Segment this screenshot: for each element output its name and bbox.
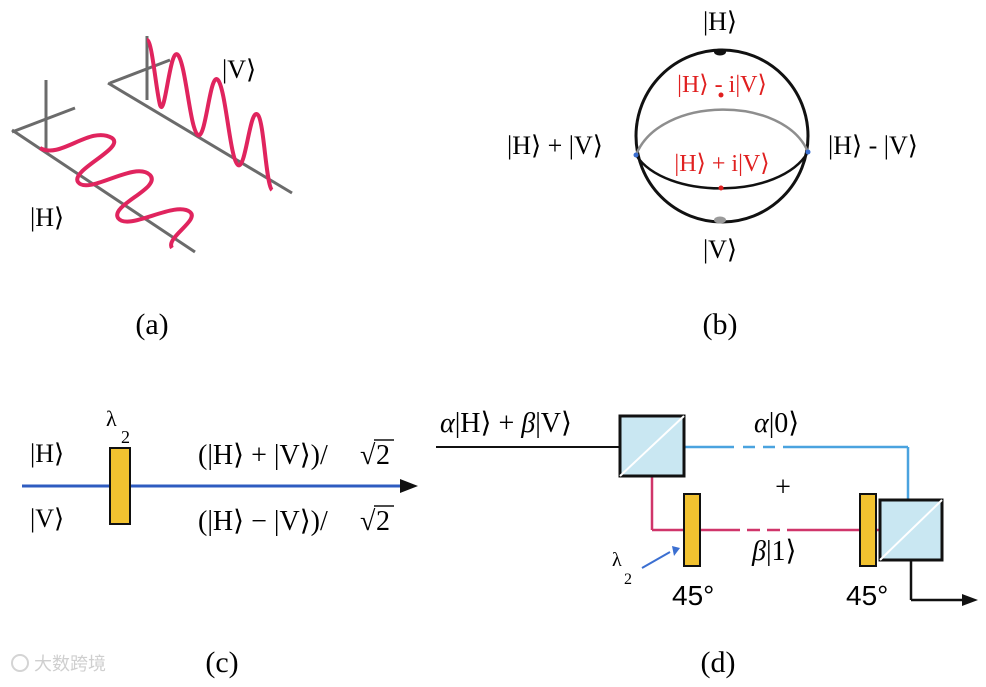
sphere-lower-red-label: |H⟩ + i|V⟩ [674,151,769,177]
input-h-label: |H⟩ [30,439,64,468]
pointer-lambda: λ [612,549,622,571]
watermark: 大数跨境 [11,654,106,674]
upper-alpha: α [754,408,770,439]
caption-d: (d) [701,646,736,679]
half-wave-plate-right [859,493,877,567]
plate-lambda: λ [106,406,117,431]
pointer-arrow-head [672,546,680,556]
output-top-sqrt-arg: 2 [376,440,390,471]
v-polarized-wave [145,38,274,192]
label-v-ket: |V⟩ [222,55,256,84]
output-bottom-prefix: (|H⟩ − |V⟩)/ [198,506,328,537]
h-wave-cross-tick [11,106,76,134]
lower-beta: β [751,536,766,567]
pointer-two: 2 [624,571,632,588]
south-pole-marker [714,216,726,224]
beam-splitter-1-diagonal [619,415,685,477]
output-top-sqrt: √ [360,440,376,471]
label-h-ket: |H⟩ [30,203,64,232]
sphere-right-label: |H⟩ - |V⟩ [828,131,918,160]
equator-back-arc [634,108,810,156]
upper-ket: |0⟩ [769,408,800,439]
v-wave-cross-tick [109,58,171,85]
north-pole-marker [714,48,726,56]
caption-b: (b) [703,308,738,341]
angle-right-label: 45° [846,580,888,611]
sphere-upper-red-label: |H⟩ - i|V⟩ [677,72,767,98]
output-bottom-sqrt: √ [360,506,376,537]
beam-arrowhead [400,479,418,493]
panel-c: λ 2 |H⟩ |V⟩ (|H⟩ + |V⟩)/ √ 2 (|H⟩ − |V⟩)… [22,406,418,679]
sphere-top-label: |H⟩ [703,7,737,36]
h-polarized-wave [38,133,194,250]
output-bottom-sqrt-arg: 2 [376,506,390,537]
input-h-plus: |H⟩ + [455,408,522,439]
v-wave-axis [107,81,293,195]
input-v: |V⟩ [535,408,572,439]
watermark-text: 大数跨境 [34,654,106,674]
plus-sign: + [775,472,791,503]
sphere-left-label: |H⟩ + |V⟩ [507,131,603,160]
lower-path-label: β|1⟩ [751,536,796,567]
sphere-bottom-label: |V⟩ [703,235,737,264]
lower-red-point [718,185,724,191]
caption-c: (c) [205,646,238,679]
input-beta: β [520,408,535,439]
half-wave-plate [109,447,131,525]
output-top-prefix: (|H⟩ + |V⟩)/ [198,440,328,471]
h-wave-axis [11,128,196,254]
input-alpha: α [440,408,456,439]
input-state-label: α|H⟩ + β|V⟩ [440,408,572,439]
beam-splitter-2-diagonal [879,499,943,561]
left-equator-point [633,152,639,158]
panel-d: λ 2 α|H⟩ + β|V⟩ α|0⟩ + β|1⟩ 45° 45° (d) [436,408,978,679]
upper-red-point [718,92,724,98]
watermark-logo-icon [11,654,29,672]
half-wave-plate-left [683,493,701,567]
input-v-label: |V⟩ [30,504,64,533]
panel-a: |V⟩ |H⟩ (a) [11,36,293,341]
output-arrowhead [962,594,978,606]
caption-a: (a) [135,308,168,341]
panel-b: |H⟩ |V⟩ |H⟩ + |V⟩ |H⟩ - |V⟩ |H⟩ - i|V⟩ |… [507,7,918,341]
upper-path-label: α|0⟩ [754,408,799,439]
pointer-arrow-shaft [641,551,671,569]
angle-left-label: 45° [672,580,714,611]
lower-ket: |1⟩ [766,536,797,567]
right-equator-point [805,149,811,155]
plate-two: 2 [121,427,130,447]
